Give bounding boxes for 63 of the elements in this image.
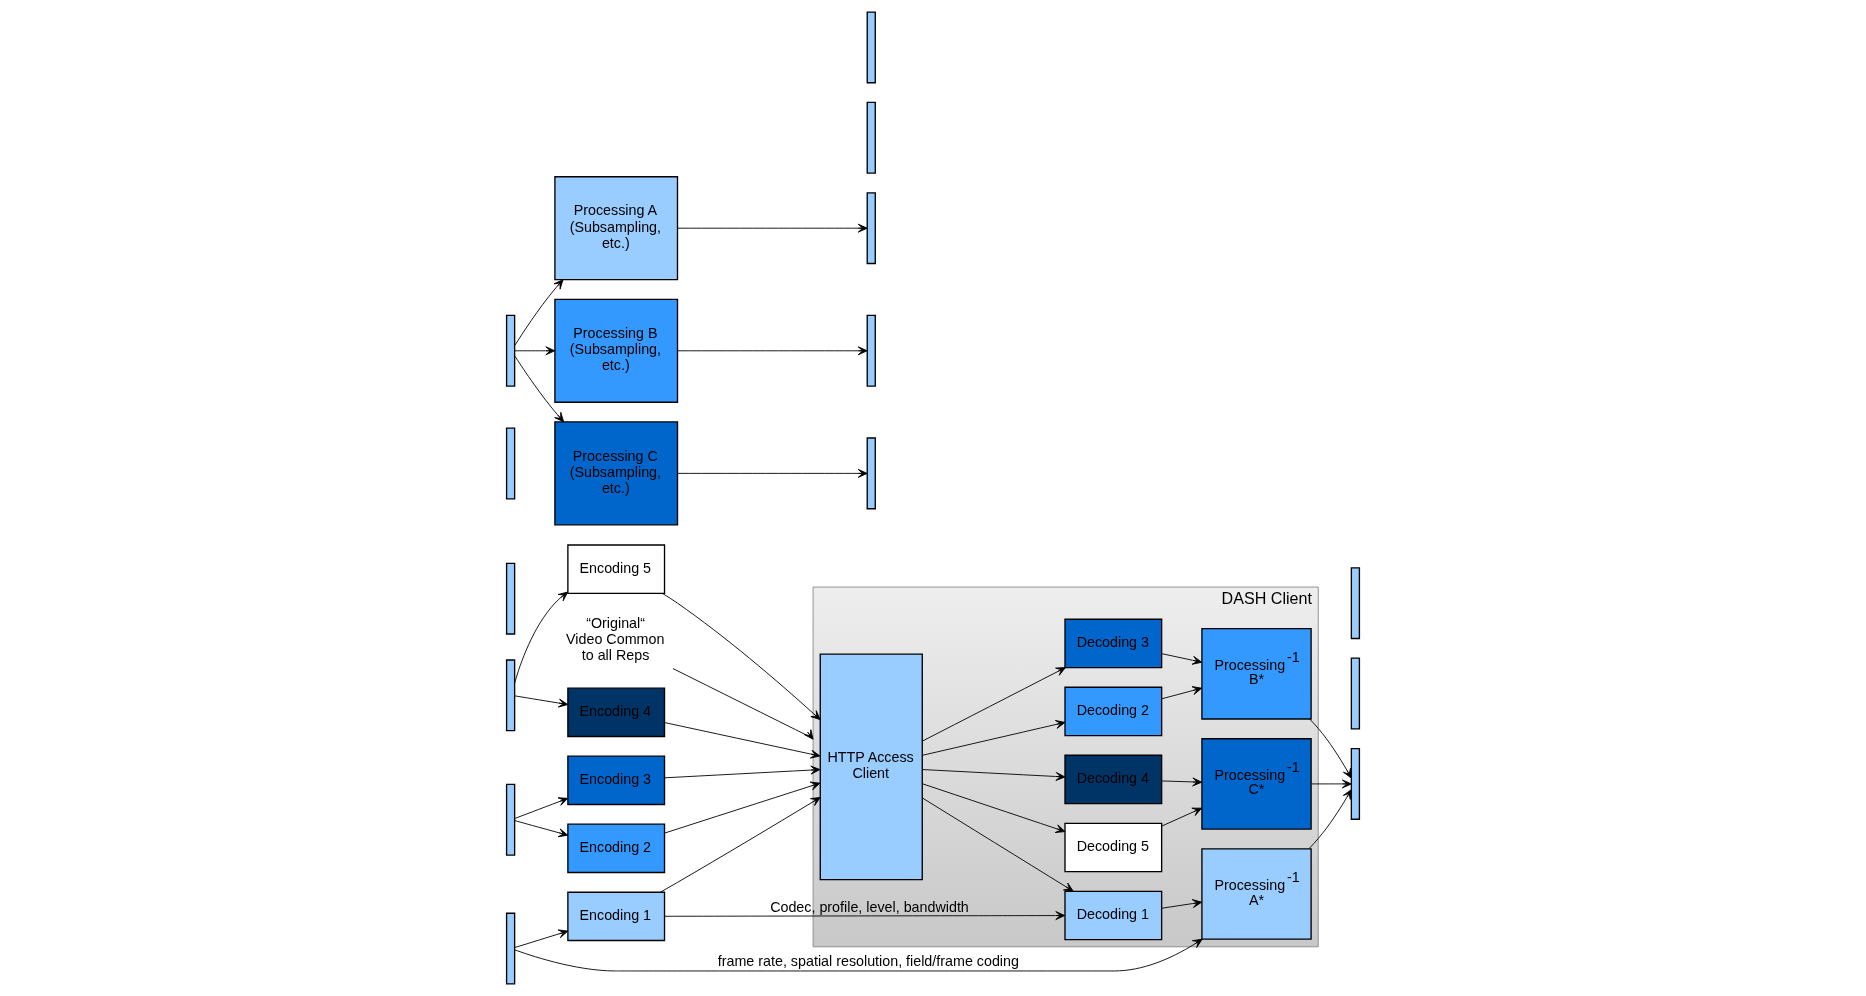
arrow — [514, 938, 1203, 972]
arrow — [677, 223, 868, 233]
arrow — [664, 911, 1066, 921]
arrow — [659, 796, 821, 893]
node-box: Encoding 3 — [567, 755, 666, 806]
arrow — [922, 720, 1066, 756]
node-box: Encoding 5 — [567, 544, 666, 594]
arrow — [1310, 779, 1352, 789]
arrow — [922, 769, 1066, 781]
arrow — [922, 797, 1074, 892]
arrow — [1161, 653, 1203, 665]
arrow — [672, 668, 814, 740]
node-bar — [505, 912, 516, 985]
arrow — [1309, 718, 1352, 779]
arrow — [677, 346, 868, 356]
arrow — [514, 820, 569, 838]
node-bar — [505, 659, 516, 732]
node-box: Decoding 2 — [1064, 686, 1163, 737]
arrow — [664, 765, 821, 779]
node-text: “Original“ Video Common to all Reps — [566, 615, 665, 664]
arrow — [662, 593, 821, 721]
node-box: Decoding 4 — [1064, 754, 1163, 805]
node-box: Encoding 4 — [567, 687, 666, 738]
node-bar — [1350, 657, 1361, 730]
node-bar — [505, 783, 516, 856]
arrow — [514, 279, 564, 346]
node-bar — [505, 562, 516, 635]
node-box: Processing A (Subsampling, etc.) — [554, 176, 679, 281]
arrow — [1161, 899, 1203, 909]
node-box: Decoding 5 — [1064, 822, 1163, 873]
arrow — [664, 722, 821, 759]
node-bar — [866, 314, 876, 387]
arrow — [1161, 686, 1203, 700]
arrow — [514, 591, 569, 684]
node-bar — [866, 192, 876, 265]
node-bar — [866, 437, 876, 510]
node-box: Encoding 1 — [567, 891, 666, 942]
edge-label: frame rate, spatial resolution, field/frame coding — [717, 953, 1019, 970]
node-box: Encoding 2 — [567, 823, 666, 874]
node-bar — [505, 314, 516, 387]
arrow — [1161, 777, 1203, 787]
node-box: HTTP Access Client — [819, 653, 923, 881]
node-bar — [1350, 747, 1361, 820]
arrow — [514, 929, 569, 949]
node-bar — [505, 427, 516, 500]
arrow — [1308, 789, 1352, 849]
node-box: Processing B (Subsampling, etc.) — [554, 298, 679, 403]
node-box: Processing C (Subsampling, etc.) — [554, 421, 679, 526]
node-box: Decoding 3 — [1064, 618, 1163, 669]
arrow — [1161, 807, 1203, 827]
arrow — [514, 797, 569, 819]
node-bar — [866, 101, 876, 174]
node-box: Decoding 1 — [1064, 890, 1163, 941]
arrow — [677, 468, 868, 478]
node-bar — [866, 11, 876, 84]
arrow — [664, 781, 821, 834]
arrow — [514, 695, 569, 708]
node-bar — [1350, 567, 1361, 640]
arrow — [514, 346, 556, 356]
arrow — [514, 355, 565, 423]
arrow — [922, 667, 1066, 742]
edge-label: Codec, profile, level, bandwidth — [770, 898, 969, 915]
arrow — [922, 783, 1066, 833]
